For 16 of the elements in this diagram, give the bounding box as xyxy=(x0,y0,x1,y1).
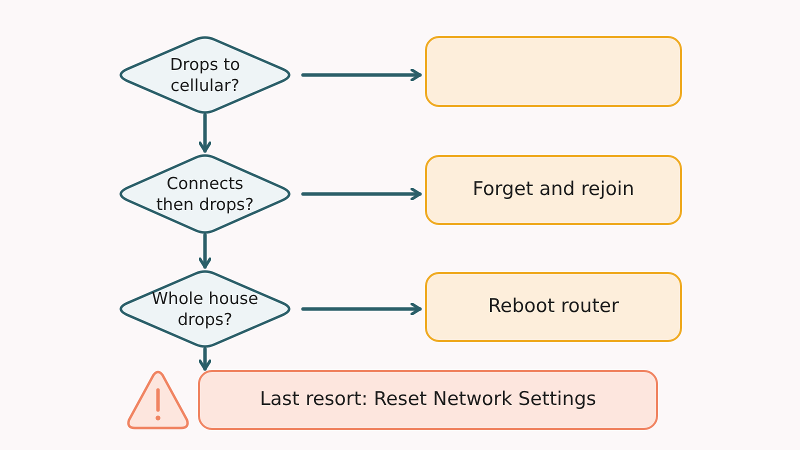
arrow xyxy=(198,347,212,371)
arrow xyxy=(301,68,422,82)
arrow xyxy=(198,233,212,269)
action-text: Reboot router xyxy=(488,295,619,319)
warning-box xyxy=(198,370,658,430)
question-text: Drops to cellular? xyxy=(168,54,242,96)
question-text: Whole house drops? xyxy=(150,288,260,330)
action-text: Forget and rejoin xyxy=(472,178,634,202)
question-text: Connects then drops? xyxy=(155,172,255,216)
warning-text: Last resort: Reset Network Settings xyxy=(260,388,596,412)
action-box xyxy=(425,155,682,225)
arrow xyxy=(301,302,422,316)
arrow xyxy=(301,188,422,200)
arrow xyxy=(198,113,212,153)
action-box xyxy=(425,36,682,107)
action-box xyxy=(425,272,682,342)
